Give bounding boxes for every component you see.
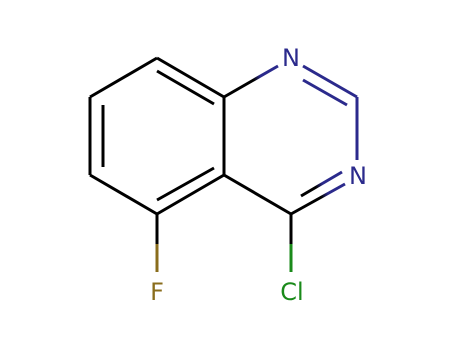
substituent-bonds [155,214,293,272]
atom-label-n3: N [349,162,367,190]
bond-c8a-c8 [156,56,225,99]
bond-c5-c4a [156,173,225,216]
atom-label-cl: Cl [280,278,303,306]
bond-n1-c2 [302,64,358,99]
atom-label-f: F [150,278,164,306]
bond-c8a-c8-inner [156,69,215,106]
bond-c5-c4a-inner [156,166,215,202]
pyrimidine-ring [223,64,359,216]
atom-label-n1: N [282,44,300,72]
bond-c4-c4a [223,173,292,216]
bond-n3-c4 [290,182,346,216]
bond-c6-c5 [89,173,158,216]
bond-n1-c2-inner [302,78,348,107]
bond-c8-c7 [89,56,158,99]
bond-n3-c4-inner [300,170,343,198]
benzene-ring [88,56,226,216]
bond-c8a-n1 [223,64,279,99]
